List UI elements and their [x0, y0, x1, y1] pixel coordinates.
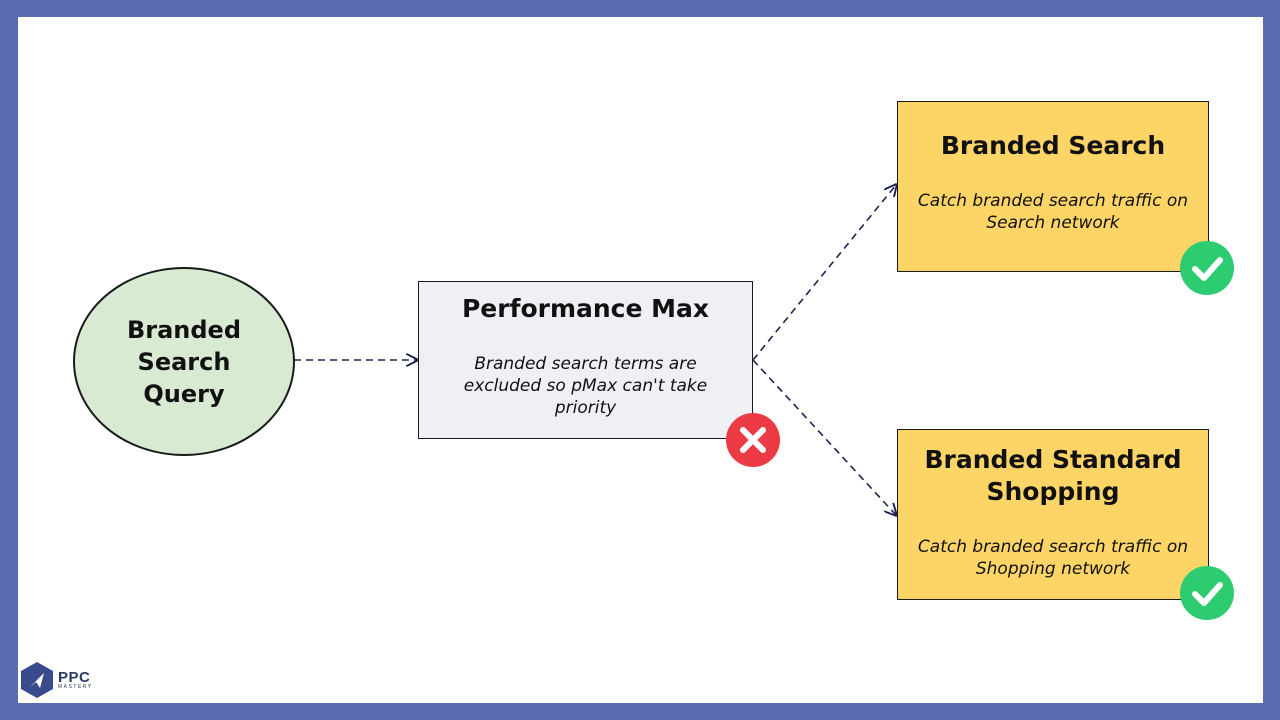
pmax-description: Branded search terms are excluded so pMa…: [463, 354, 708, 418]
logo-sub-text: MASTERY: [58, 684, 93, 690]
logo-main-text: PPC: [58, 669, 91, 686]
branded-search-query-node: Branded Search Query: [73, 267, 295, 456]
query-label: Branded Search Query: [126, 315, 242, 408]
branded-search-title: Branded Search: [940, 131, 1166, 160]
ppc-mastery-logo: PPC MASTERY: [20, 661, 93, 699]
connector-layer: [294, 17, 1263, 703]
diagram-canvas: Branded Search Query Performance Max Bra…: [18, 17, 1263, 703]
logo-hexagon-icon: [21, 662, 53, 698]
branded-shopping-node: Branded Standard Shopping Catch branded …: [897, 429, 1209, 600]
pmax-title: Performance Max: [461, 294, 710, 323]
x-circle-icon: [726, 413, 780, 467]
performance-max-node: Performance Max Branded search terms are…: [418, 281, 753, 439]
branded-shopping-description: Catch branded search traffic on Shopping…: [917, 537, 1189, 579]
branded-search-description: Catch branded search traffic on Search n…: [917, 191, 1189, 233]
branded-shopping-title: Branded Standard Shopping: [924, 445, 1182, 506]
branded-search-node: Branded Search Catch branded search traf…: [897, 101, 1209, 272]
check-circle-icon: [1180, 566, 1234, 620]
check-circle-icon: [1180, 241, 1234, 295]
arrow-pmax-to-branded-search: [752, 185, 896, 361]
